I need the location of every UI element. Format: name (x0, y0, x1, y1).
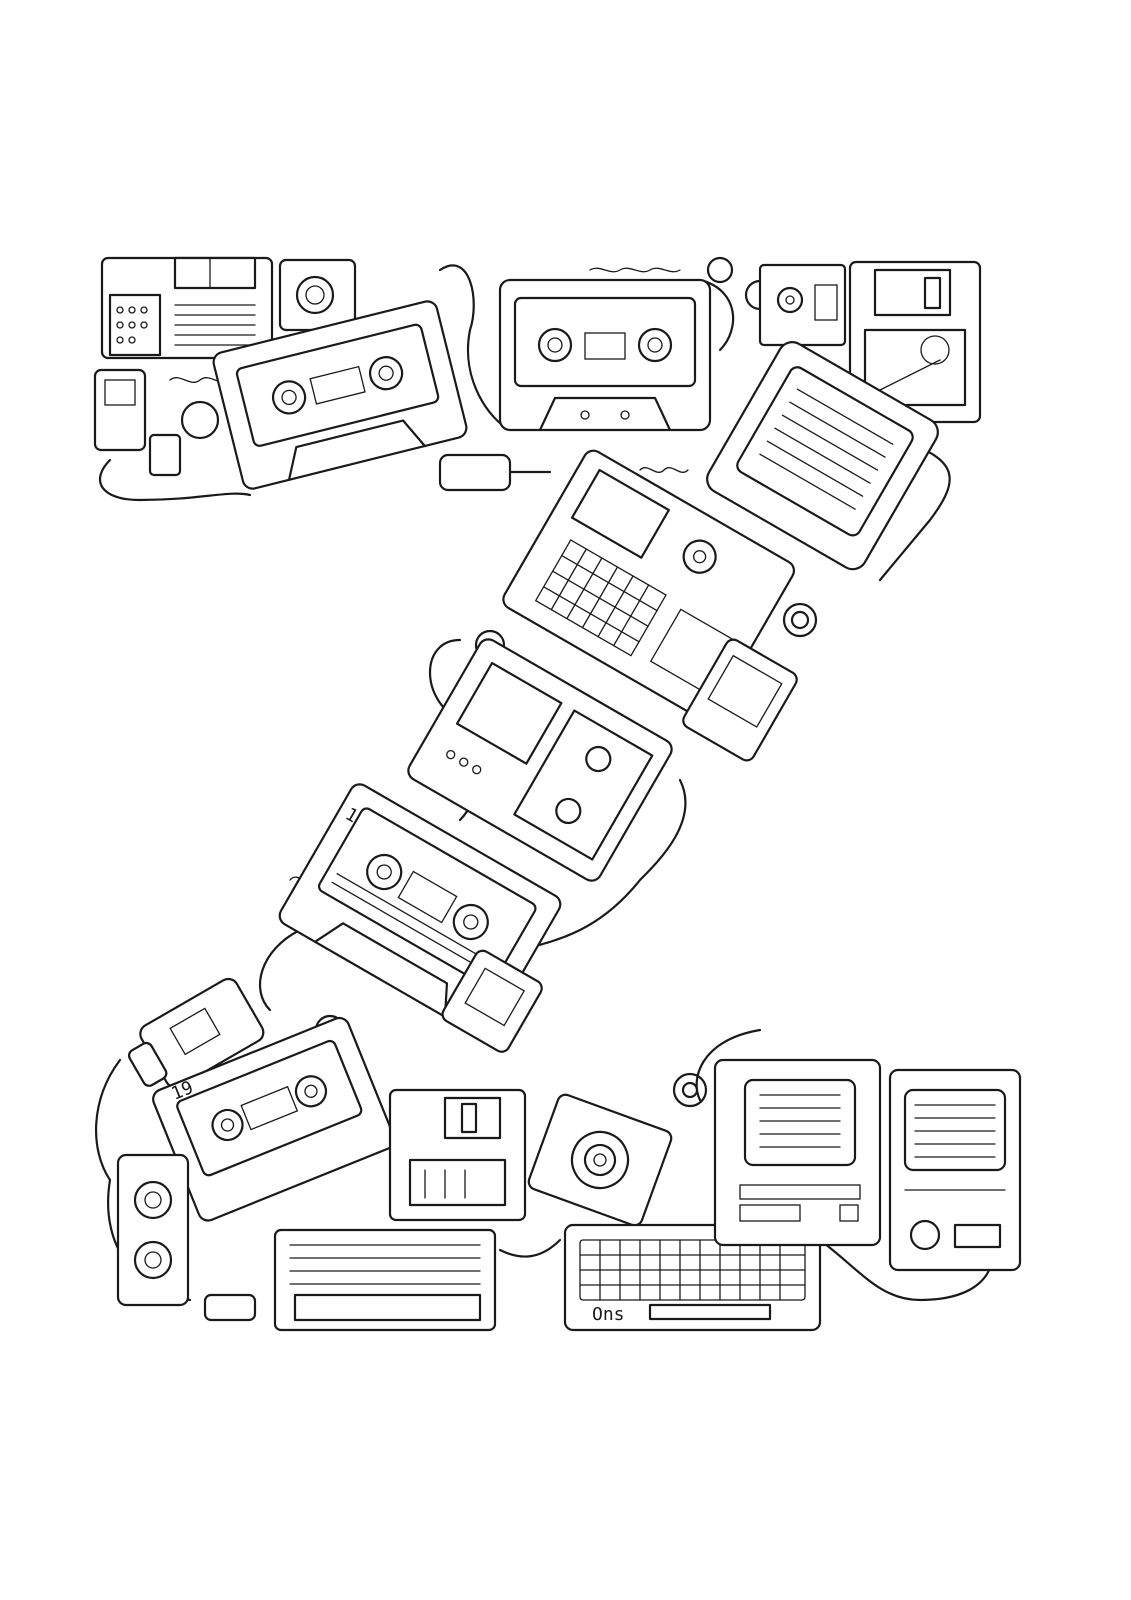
floppy-small (758, 263, 847, 347)
plug (438, 453, 552, 492)
keyboard: Ons (563, 1223, 822, 1332)
retro-computer (888, 1068, 1022, 1272)
camera-bottom (527, 1093, 673, 1227)
cassette-top-center (498, 278, 712, 432)
floppy-bottom (388, 1088, 527, 1222)
plug-bottom-left (203, 1293, 257, 1322)
handheld-device (682, 638, 798, 762)
cassette-bottom-left: 19 (152, 1016, 396, 1222)
small-camera (278, 258, 357, 332)
radio-device (100, 256, 274, 360)
meter-device (441, 949, 543, 1053)
cassette-top-left (212, 300, 468, 490)
walkman (407, 638, 673, 882)
floppy-large (848, 260, 982, 424)
camcorder (127, 977, 265, 1089)
handset (93, 368, 182, 477)
diagonal-devices: 1 (127, 341, 939, 1089)
tape-deck (273, 1228, 497, 1332)
speaker (116, 1153, 190, 1307)
computer-monitor (713, 1058, 882, 1247)
bottom-bar-devices: 19 (116, 1016, 1022, 1332)
top-bar-devices (93, 256, 982, 492)
keyboard-label: Ons (592, 1304, 625, 1325)
screen-device (706, 341, 939, 571)
